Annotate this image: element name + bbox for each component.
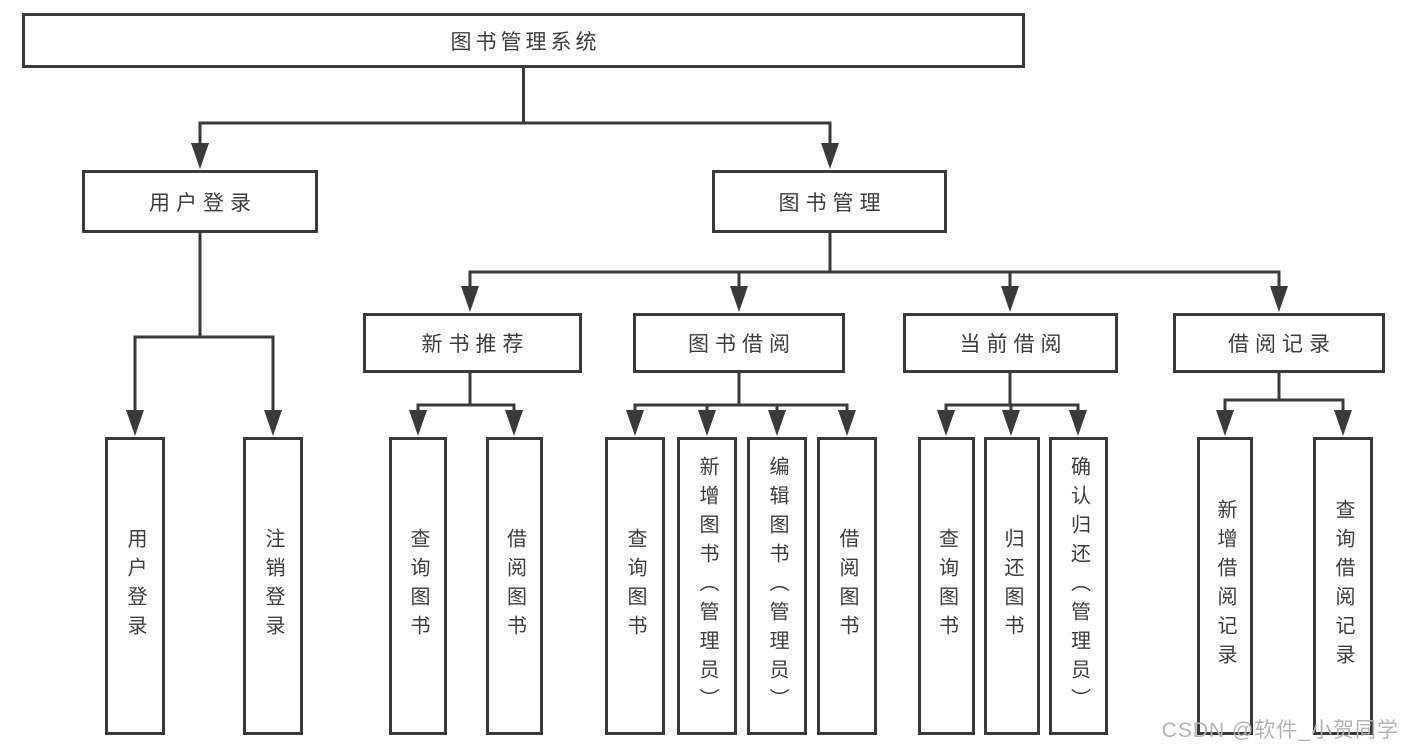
node-book-borrowing: 图书借阅 <box>633 313 845 373</box>
arrow-down-icon <box>937 410 955 436</box>
leaf-add-books-admin: 新增图书（管理员） <box>677 437 737 735</box>
leaf-edit-books-admin: 编辑图书（管理员） <box>747 437 807 735</box>
leaf-query-books-3: 查询图书 <box>918 437 975 735</box>
arrow-down-icon <box>409 410 427 436</box>
node-current-borrowing: 当前借阅 <box>903 313 1118 373</box>
leaf-user-login: 用户登录 <box>105 437 165 735</box>
leaf-query-borrow-record: 查询借阅记录 <box>1313 437 1373 735</box>
arrow-down-icon <box>821 143 839 169</box>
arrow-down-icon <box>730 286 748 312</box>
arrow-down-icon <box>838 410 856 436</box>
leaf-borrow-books-1: 借阅图书 <box>486 437 543 735</box>
arrow-down-icon <box>461 286 479 312</box>
leaf-borrow-books-2: 借阅图书 <box>817 437 877 735</box>
arrow-down-icon <box>191 143 209 169</box>
arrowheads <box>126 143 1352 436</box>
arrow-down-icon <box>698 410 716 436</box>
arrow-down-icon <box>1334 410 1352 436</box>
node-new-book-recommendation: 新书推荐 <box>363 313 582 373</box>
connector-path <box>133 68 1345 411</box>
leaf-return-books: 归还图书 <box>984 437 1040 735</box>
leaf-add-borrow-record: 新增借阅记录 <box>1197 437 1253 735</box>
arrow-down-icon <box>1002 410 1020 436</box>
csdn-watermark: CSDN @软件_小贺同学 <box>1161 719 1399 742</box>
node-library-management-system: 图书管理系统 <box>22 13 1025 68</box>
leaf-confirm-return-admin: 确认归还（管理员） <box>1049 437 1108 735</box>
arrow-down-icon <box>626 410 644 436</box>
arrow-down-icon <box>1069 410 1087 436</box>
arrow-down-icon <box>1001 286 1019 312</box>
leaf-logout: 注销登录 <box>243 437 303 735</box>
arrow-down-icon <box>1270 286 1288 312</box>
arrow-down-icon <box>1216 410 1234 436</box>
arrow-down-icon <box>126 410 144 436</box>
leaf-query-books-1: 查询图书 <box>389 437 447 735</box>
node-user-login: 用户登录 <box>82 170 318 233</box>
leaf-query-books-2: 查询图书 <box>605 437 665 735</box>
arrow-down-icon <box>768 410 786 436</box>
node-borrowing-records: 借阅记录 <box>1173 313 1385 373</box>
node-book-management: 图书管理 <box>712 170 947 233</box>
arrow-down-icon <box>264 410 282 436</box>
arrow-down-icon <box>505 410 523 436</box>
